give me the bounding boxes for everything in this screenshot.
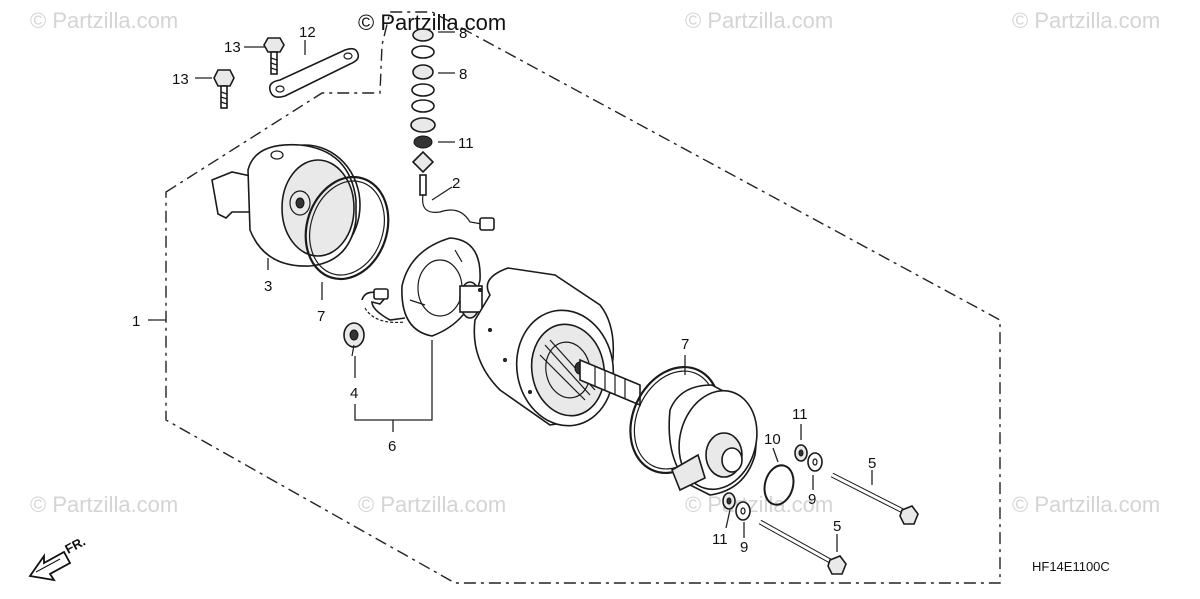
callout-9-upper: 9 (808, 491, 816, 508)
callout-2: 2 (452, 175, 460, 192)
washer-9-upper (807, 452, 823, 472)
callout-7-rear: 7 (681, 336, 689, 353)
o-ring-7-front (304, 175, 390, 281)
callout-10: 10 (764, 431, 781, 448)
callout-11-stack: 11 (458, 135, 474, 152)
washer-11-lower (722, 492, 736, 510)
callout-13-upper: 13 (224, 39, 241, 56)
motor-yoke (459, 267, 641, 427)
callout-8-lower: 8 (459, 66, 467, 83)
watermark: © Partzilla.com (685, 492, 833, 517)
terminal-wire-2 (422, 194, 495, 231)
o-ring-10 (763, 464, 795, 506)
forward-arrow: FR. (28, 534, 88, 582)
bolt-13-upper (263, 37, 285, 75)
front-housing-3 (211, 143, 361, 267)
watermark: © Partzilla.com (30, 8, 178, 33)
callout-3: 3 (264, 278, 272, 295)
washer-9-lower (735, 501, 751, 521)
watermark: © Partzilla.com (30, 492, 178, 517)
assembly-outline (165, 11, 1001, 584)
callout-labels: 1 2 3 4 5 5 6 7 7 8 8 9 9 10 11 11 11 12… (132, 24, 876, 556)
rear-cover (668, 384, 758, 496)
callout-13-lower: 13 (172, 71, 189, 88)
callout-6: 6 (388, 438, 396, 455)
diagram-code: HF14E1100C (1032, 559, 1110, 574)
watermark: © Partzilla.com (1012, 492, 1160, 517)
watermark-main: © Partzilla.com (358, 10, 506, 35)
callout-11-upper: 11 (792, 406, 808, 423)
callout-5-lower: 5 (833, 518, 841, 535)
forward-arrow-icon (28, 550, 72, 582)
callout-4: 4 (350, 385, 358, 402)
bracket-12 (268, 47, 360, 98)
callout-7-front: 7 (317, 308, 325, 325)
callout-5-upper: 5 (868, 455, 876, 472)
callout-11-lower: 11 (712, 531, 728, 548)
watermark: © Partzilla.com (1012, 8, 1160, 33)
washer-11-upper (794, 444, 808, 462)
callout-1: 1 (132, 313, 140, 330)
through-bolt-5-lower (758, 519, 847, 575)
terminal-hardware-stack (410, 28, 436, 196)
callout-12: 12 (299, 24, 316, 41)
seal-4 (343, 322, 365, 357)
callout-9-lower: 9 (740, 539, 748, 556)
watermark: © Partzilla.com (358, 492, 506, 517)
bolt-13-lower (213, 69, 235, 109)
leader-lines (148, 31, 873, 552)
through-bolt-5-upper (830, 472, 919, 525)
callout-8-upper: 8 (459, 25, 467, 42)
watermark: © Partzilla.com (685, 8, 833, 33)
forward-label: FR. (62, 534, 88, 557)
